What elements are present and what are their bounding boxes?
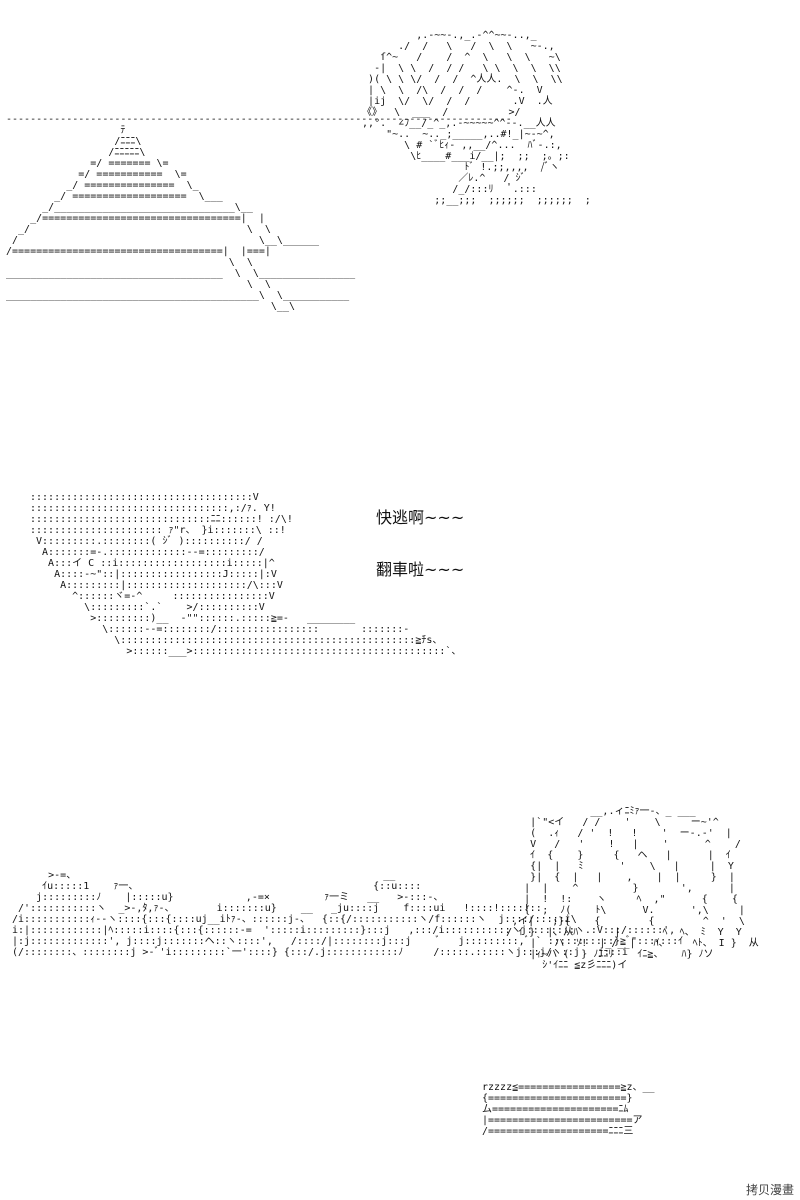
dialogue-capsized: 翻車啦~~~ (376, 560, 465, 579)
watermark-label: 拷贝漫畫 (745, 1183, 794, 1197)
middle-panel: :::::::::::::::::::::::::::::::::::::V :… (0, 470, 800, 790)
pyramid-ascii-art: ----------------------------------------… (6, 114, 512, 312)
top-panel: ----------------------------------------… (0, 0, 800, 470)
cat-base-ascii-art: rzzzz≦=================≧z、__ {==========… (482, 1082, 655, 1137)
cat-ascii-art: __,.ィﾆﾐｧ一-、_ ___ |`"<イ / / ' \ ー~'^ ( .ｨ… (506, 806, 759, 971)
house-ascii-art: ,.-~~-.,_.-^^~~-..,_ ./ / \ / \ \ ~-., ſ… (362, 30, 591, 206)
bottom-panel: >-=、 __ ｲu:::::1 ｧ一、 {::u:::: j:::::::::… (0, 790, 800, 1200)
capsized-boat-ascii-art: :::::::::::::::::::::::::::::::::::::V :… (30, 492, 462, 657)
dialogue-run-away: 快逃啊~~~ (376, 508, 465, 527)
crowd-ascii-art: >-=、 __ ｲu:::::1 ｧ一、 {::u:::: j:::::::::… (12, 870, 684, 958)
